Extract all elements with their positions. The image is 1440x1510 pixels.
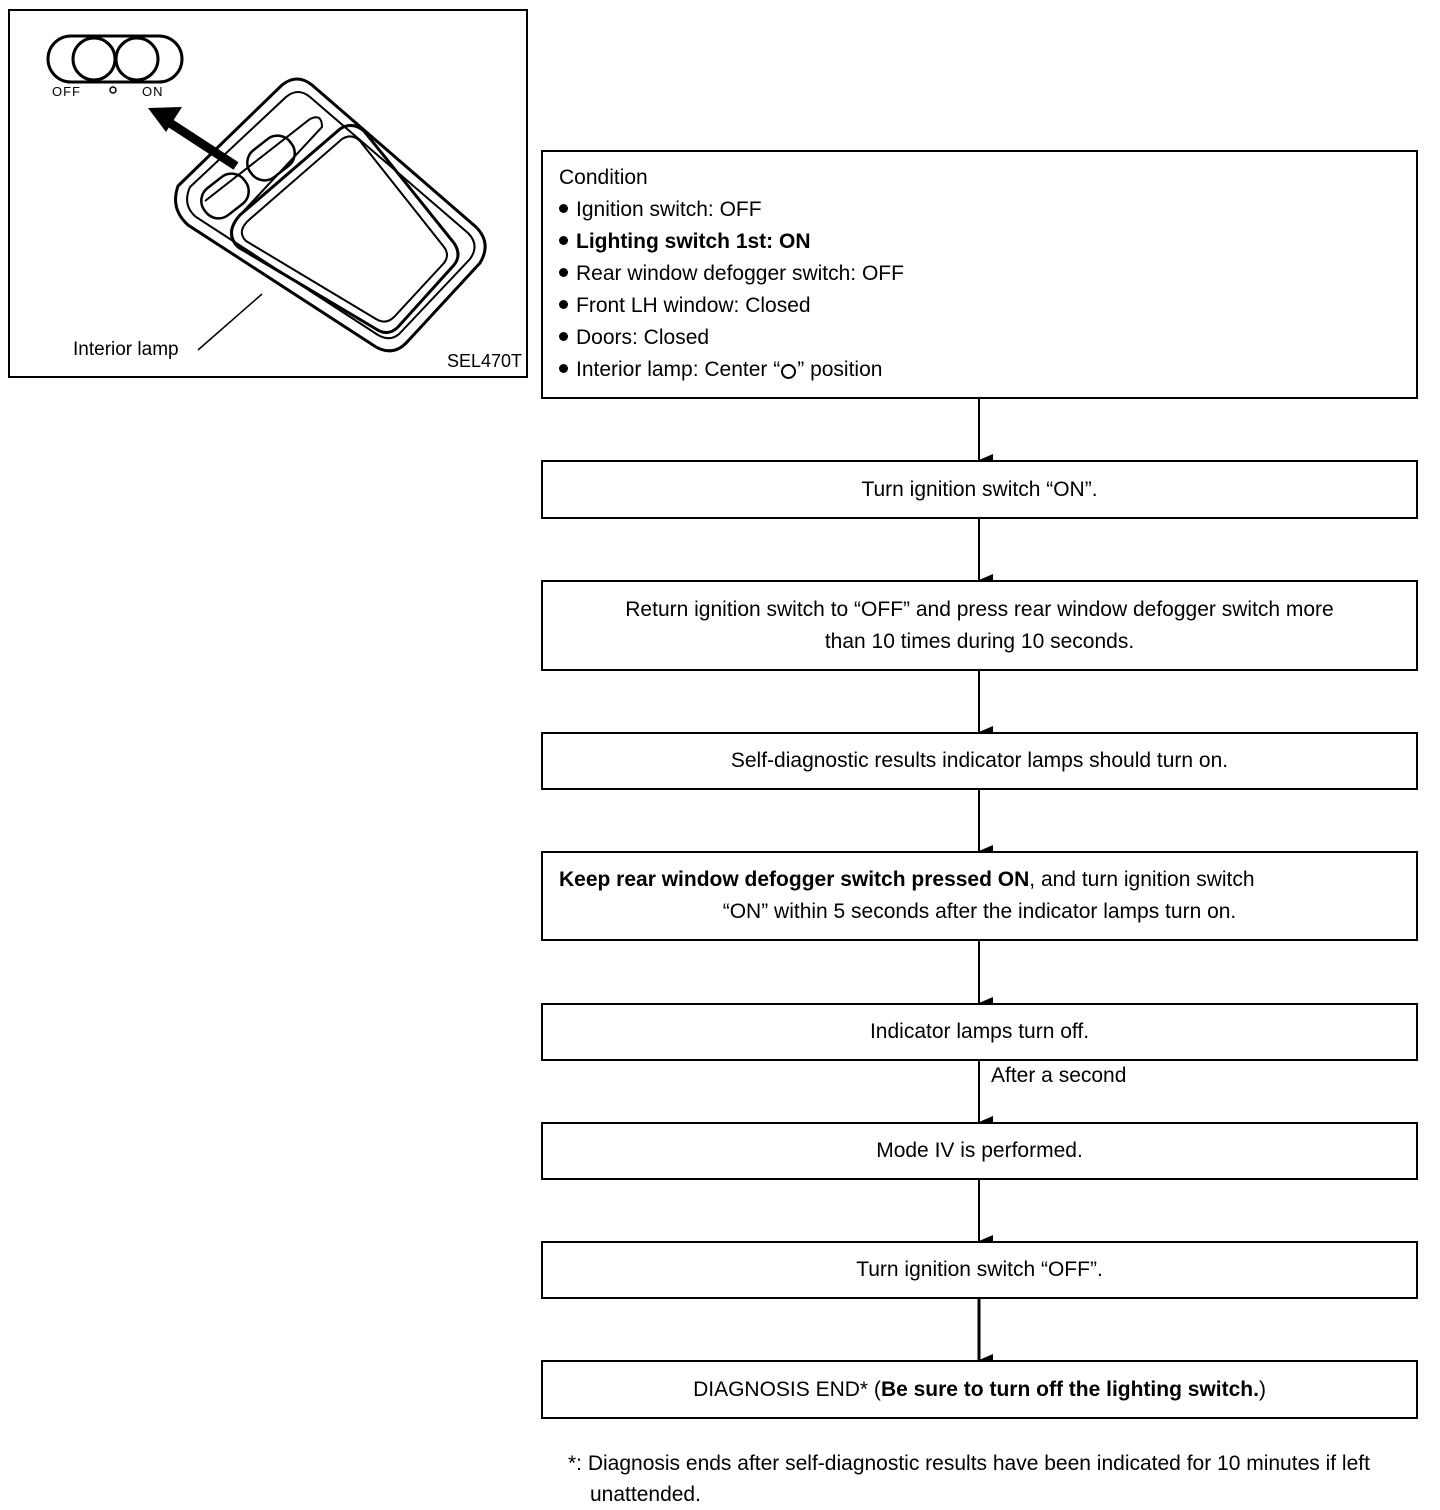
switch-detail-icon — [46, 34, 184, 84]
step-6-box: Mode IV is performed. — [541, 1122, 1418, 1180]
bullet-icon — [559, 364, 568, 373]
center-position-dot — [109, 86, 117, 94]
lamp-housing-icon — [174, 77, 487, 353]
callout-leader-line — [197, 293, 263, 351]
condition-item-text: Rear window defogger switch: OFF — [576, 262, 904, 285]
condition-box: Condition Ignition switch: OFF Lighting s… — [541, 150, 1418, 399]
interior-lamp-figure: OFF ON Interior lamp SEL470T — [8, 9, 528, 378]
bullet-icon — [559, 236, 568, 245]
interior-lamp-illustration — [46, 34, 487, 353]
step-8-bold-text: Be sure to turn off the lighting switch. — [880, 1377, 1259, 1401]
condition-item-text: Ignition switch: OFF — [576, 198, 762, 221]
condition-list: Ignition switch: OFF Lighting switch 1st:… — [559, 194, 1400, 354]
condition-item: Front LH window: Closed — [559, 290, 1400, 322]
arrow-label-after-a-second: After a second — [991, 1064, 1127, 1087]
step-2-box: Return ignition switch to “OFF” and pres… — [541, 580, 1418, 671]
step-4-bold-text: Keep rear window defogger switch pressed… — [559, 868, 1030, 891]
switch-off-label: OFF — [52, 84, 81, 99]
pointer-arrow-icon — [148, 107, 239, 170]
condition-item-text: Lighting switch 1st: ON — [576, 230, 811, 253]
condition-item-text: Front LH window: Closed — [576, 294, 811, 317]
step-4-line-1: Keep rear window defogger switch pressed… — [559, 868, 1255, 891]
condition-item: Rear window defogger switch: OFF — [559, 258, 1400, 290]
step-2-line-2: than 10 times during 10 seconds. — [824, 629, 1135, 653]
interior-lamp-callout: Interior lamp — [73, 339, 179, 360]
step-7-text: Turn ignition switch “OFF”. — [856, 1258, 1103, 1281]
step-1-box: Turn ignition switch “ON”. — [541, 460, 1418, 519]
bullet-icon — [559, 204, 568, 213]
step-1-text: Turn ignition switch “ON”. — [861, 477, 1098, 501]
step-3-text: Self-diagnostic results indicator lamps … — [730, 749, 1229, 772]
step-3-box: Self-diagnostic results indicator lamps … — [541, 732, 1418, 790]
step-7-box: Turn ignition switch “OFF”. — [541, 1241, 1418, 1299]
condition-item: Lighting switch 1st: ON — [559, 226, 1400, 258]
bullet-icon — [559, 332, 568, 341]
step-4-line-2: “ON” within 5 seconds after the indicato… — [722, 900, 1237, 923]
step-8-box: DIAGNOSIS END* (Be sure to turn off the … — [541, 1360, 1418, 1419]
circle-position-icon — [781, 364, 797, 379]
step-8-text: DIAGNOSIS END* (Be sure to turn off the … — [693, 1377, 1266, 1401]
footnote: *: Diagnosis ends after self-diagnostic … — [568, 1452, 1370, 1506]
condition-item: Doors: Closed — [559, 322, 1400, 354]
step-2-line-1: Return ignition switch to “OFF” and pres… — [625, 597, 1334, 621]
condition-item-text: Doors: Closed — [576, 326, 710, 349]
step-6-text: Mode IV is performed. — [876, 1139, 1083, 1162]
switch-on-label: ON — [142, 84, 164, 99]
step-4-box: Keep rear window defogger switch pressed… — [541, 851, 1418, 941]
bullet-icon — [559, 300, 568, 309]
condition-item-interior-lamp: Interior lamp: Center “” position — [559, 354, 1400, 386]
condition-item: Ignition switch: OFF — [559, 194, 1400, 226]
step-5-box: Indicator lamps turn off. — [541, 1003, 1418, 1061]
bullet-icon — [559, 268, 568, 277]
step-5-text: Indicator lamps turn off. — [869, 1020, 1090, 1043]
figure-code: SEL470T — [447, 351, 523, 371]
condition-title: Condition — [559, 166, 648, 189]
